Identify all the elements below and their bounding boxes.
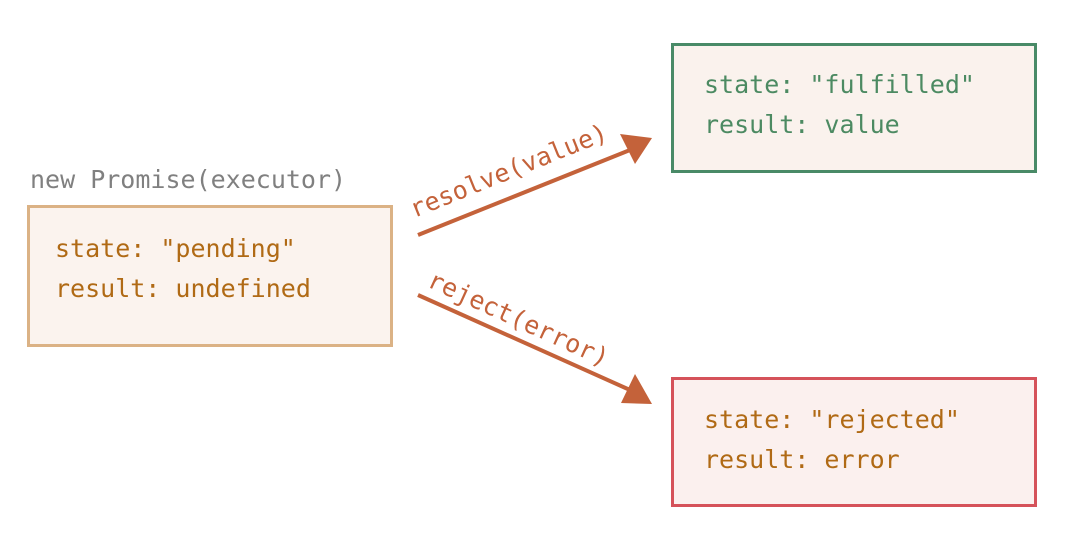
pending-result-line: result: undefined: [55, 274, 311, 303]
pending-state-line: state: "pending": [55, 234, 296, 263]
fulfilled-state-line: state: "fulfilled": [704, 70, 975, 99]
pending-state-box: state: "pending" result: undefined: [27, 205, 393, 347]
reject-arrowhead-icon: [621, 374, 652, 404]
fulfilled-result-line: result: value: [704, 110, 900, 139]
reject-arrow-line: [417, 293, 631, 392]
resolve-label: resolve(value): [405, 118, 611, 224]
resolve-arrowhead-icon: [620, 134, 652, 164]
rejected-result-line: result: error: [704, 445, 900, 474]
rejected-state-box: state: "rejected" result: error: [671, 377, 1037, 507]
rejected-state-line: state: "rejected": [704, 405, 960, 434]
resolve-arrow-line: [417, 148, 631, 237]
constructor-caption: new Promise(executor): [30, 165, 347, 194]
reject-label: reject(error): [424, 265, 614, 373]
fulfilled-state-box: state: "fulfilled" result: value: [671, 43, 1037, 173]
